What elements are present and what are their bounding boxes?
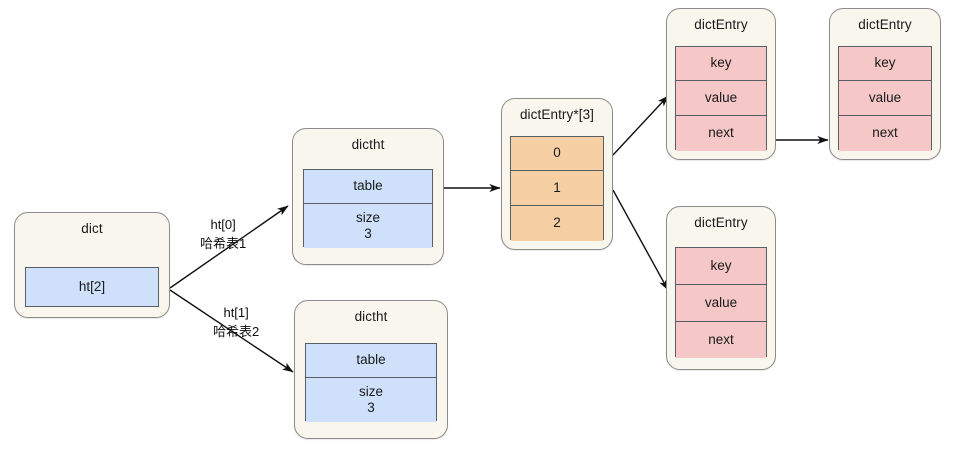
field-next[interactable]: next [676, 116, 766, 151]
field-size[interactable]: size 3 [306, 378, 436, 422]
field-next[interactable]: next [676, 322, 766, 358]
edge-bucket0-to-entry1 [612, 95, 669, 156]
edge-label-ht1-line1: ht[1] [223, 305, 249, 320]
node-dictentry-1[interactable]: dictEntry key value next [666, 8, 776, 160]
field-key-label: key [710, 257, 732, 273]
node-dictentry-2-title: dictEntry [858, 17, 912, 32]
node-dictht-bottom[interactable]: dictht table size 3 [294, 300, 448, 439]
field-size-value: 3 [364, 226, 372, 241]
node-bucket-array-title: dictEntry*[3] [519, 107, 595, 122]
field-next-label: next [708, 331, 734, 347]
bucket-slot-0-label: 0 [553, 145, 561, 161]
field-table-label: table [353, 178, 383, 194]
bucket-slot-1[interactable]: 1 [511, 171, 603, 206]
bucket-slot-2[interactable]: 2 [511, 206, 603, 241]
node-dictentry-2-fields: key value next [838, 46, 932, 151]
node-dictentry-3[interactable]: dictEntry key value next [666, 206, 776, 370]
node-dictht-bottom-fields: table size 3 [305, 343, 437, 422]
field-key[interactable]: key [676, 248, 766, 285]
edge-label-ht0: ht[0] 哈希表1 [200, 216, 246, 254]
field-ht2[interactable]: ht[2] [26, 268, 158, 306]
bucket-slot-0[interactable]: 0 [511, 137, 603, 171]
node-bucket-array-fields: 0 1 2 [510, 136, 604, 241]
field-key-label: key [874, 55, 896, 71]
field-next-label: next [872, 125, 898, 141]
node-dictentry-1-title: dictEntry [694, 17, 748, 32]
node-dictentry-3-title: dictEntry [694, 215, 748, 230]
node-dictht-bottom-title: dictht [354, 309, 388, 324]
node-dictentry-2[interactable]: dictEntry key value next [829, 8, 941, 160]
node-dictentry-3-fields: key value next [675, 247, 767, 358]
bucket-slot-1-label: 1 [553, 179, 561, 195]
node-dictht-top[interactable]: dictht table size 3 [292, 128, 444, 265]
node-bucket-array[interactable]: dictEntry*[3] 0 1 2 [501, 98, 613, 250]
edge-bucket1-to-entry3 [612, 189, 669, 291]
field-value[interactable]: value [676, 285, 766, 322]
edge-label-ht0-line2: 哈希表1 [200, 235, 247, 251]
edge-label-ht1-line2: 哈希表2 [213, 323, 260, 339]
field-key-label: key [710, 55, 732, 71]
field-size-label: size [355, 209, 380, 225]
field-key[interactable]: key [839, 47, 931, 81]
edge-label-ht0-line1: ht[0] [210, 217, 236, 232]
field-value[interactable]: value [839, 81, 931, 116]
field-table[interactable]: table [306, 344, 436, 378]
field-key[interactable]: key [676, 47, 766, 81]
node-dictht-top-fields: table size 3 [303, 169, 433, 248]
field-next-label: next [708, 125, 734, 141]
field-ht2-label: ht[2] [78, 278, 106, 294]
field-size[interactable]: size 3 [304, 204, 432, 248]
field-value-label: value [868, 89, 902, 105]
field-table-label: table [356, 352, 386, 368]
field-table[interactable]: table [304, 170, 432, 204]
node-dict-title: dict [81, 221, 103, 236]
field-value-label: value [704, 89, 738, 105]
edge-label-ht1: ht[1] 哈希表2 [213, 304, 259, 342]
field-next[interactable]: next [839, 116, 931, 151]
field-size-value: 3 [367, 400, 375, 415]
field-value[interactable]: value [676, 81, 766, 116]
field-value-label: value [704, 294, 738, 310]
node-dictht-top-title: dictht [351, 137, 385, 152]
node-dict[interactable]: dict ht[2] [14, 212, 170, 318]
field-size-label: size [358, 383, 383, 399]
node-dictentry-1-fields: key value next [675, 46, 767, 151]
bucket-slot-2-label: 2 [553, 215, 561, 231]
node-dict-fields: ht[2] [25, 267, 159, 307]
